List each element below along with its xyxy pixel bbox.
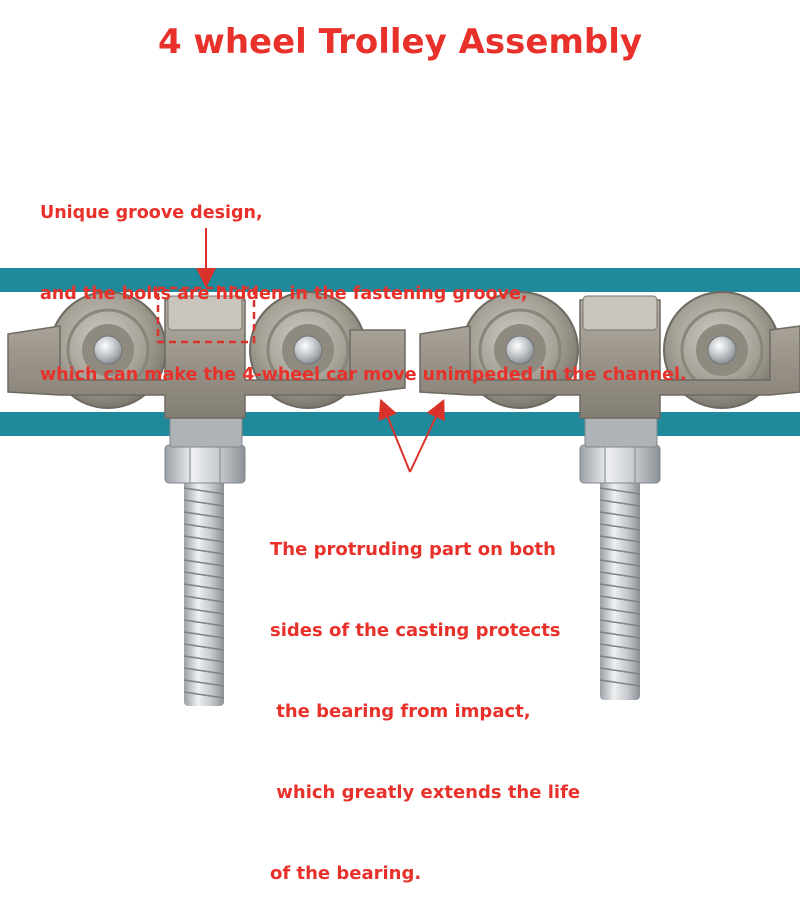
callout-protrusion-line: which greatly extends the life [270,782,581,803]
bolt-right-shaft [600,470,640,700]
channel-top-rail [0,268,800,292]
hub-left-a [93,335,123,365]
groove-block-left [167,295,243,331]
nut-left-lower [164,444,246,484]
callout-protrusion-line: sides of the casting protects [270,620,561,641]
callout-protrusion-line: the bearing from impact, [270,701,531,722]
groove-block-right [582,295,658,331]
callout-protrusion-line: of the bearing. [270,863,422,884]
nut-left-upper [169,414,243,448]
bolt-left-threads [183,487,225,699]
callout-groove-line: and the bolts are hidden in the fastenin… [40,284,528,304]
callout-protrusion: The protruding part on both sides of the… [270,482,580,914]
nut-right-lower [579,444,661,484]
casting-right [419,299,800,419]
page-title: 4 wheel Trolley Assembly [157,22,643,62]
nut-right-upper [584,414,658,448]
bolt-right-threads [599,487,641,687]
channel-bottom-rail [0,412,800,436]
product-photo-scene [0,228,800,706]
trolley-right [419,291,800,700]
callout-groove-line: Unique groove design, [40,203,263,223]
callout-protrusion-line: The protruding part on both [270,539,556,560]
groove-highlight-box [156,286,256,344]
callout-groove-line: which can make the 4-wheel car move unim… [40,365,687,385]
hub-right-a [505,335,535,365]
protrusion-arrow-right [409,398,445,473]
trolley-left [7,291,406,706]
hub-right-b [707,335,737,365]
callout-groove-design: Unique groove design, and the bolts are … [40,146,687,416]
hub-left-b [293,335,323,365]
protrusion-arrow-left [378,398,411,473]
casting-left [7,299,406,419]
